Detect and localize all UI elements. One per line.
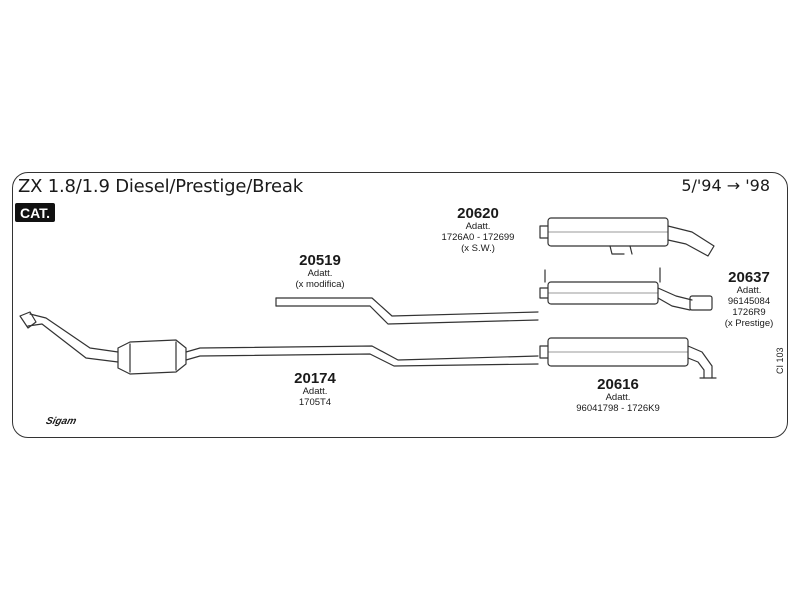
part-note: (x S.W.) (461, 243, 495, 255)
front-pipe-20174 (19, 311, 539, 375)
catalog-code: CI 103 (775, 347, 785, 374)
part-note: 1726A0 - 172699 (441, 232, 515, 244)
part-number: 20519 (299, 252, 341, 269)
part-note: 96145084 (727, 296, 771, 308)
vehicle-title: ZX 1.8/1.9 Diesel/Prestige/Break (18, 176, 303, 197)
part-number: 20637 (728, 269, 770, 286)
part-number: 20620 (457, 205, 499, 222)
part-number: 20616 (597, 376, 639, 393)
label-20620: 20620 Adatt. 1726A0 - 172699 (x S.W.) (408, 205, 548, 255)
pipe-20519 (275, 297, 539, 325)
part-note: (x Prestige) (724, 318, 774, 330)
part-note: Adatt. (465, 221, 491, 233)
part-note: Adatt. (605, 392, 631, 404)
silencer-20637 (539, 267, 713, 311)
brand-logo: Sigam (44, 416, 78, 427)
part-note: 96041798 - 1726K9 (576, 403, 660, 415)
label-20519: 20519 Adatt. (x modifica) (262, 252, 378, 291)
silencer-20620 (539, 217, 715, 257)
label-20637: 20637 Adatt. 96145084 1726R9 (x Prestige… (714, 269, 784, 330)
part-note: (x modifica) (295, 279, 345, 291)
part-note: 1726R9 (732, 307, 766, 319)
part-number: 20174 (294, 370, 336, 387)
silencer-20616 (539, 337, 717, 379)
part-note: Adatt. (736, 285, 762, 297)
label-20616: 20616 Adatt. 96041798 - 1726K9 (548, 376, 688, 415)
part-note: 1705T4 (298, 397, 332, 409)
catalyst (117, 339, 187, 375)
cat-badge: CAT. (15, 203, 56, 222)
label-20174: 20174 Adatt. 1705T4 (270, 370, 360, 409)
year-range: 5/'94 → '98 (681, 176, 770, 195)
part-note: Adatt. (307, 268, 333, 280)
part-note: Adatt. (302, 386, 328, 398)
diagram-frame (12, 172, 788, 438)
